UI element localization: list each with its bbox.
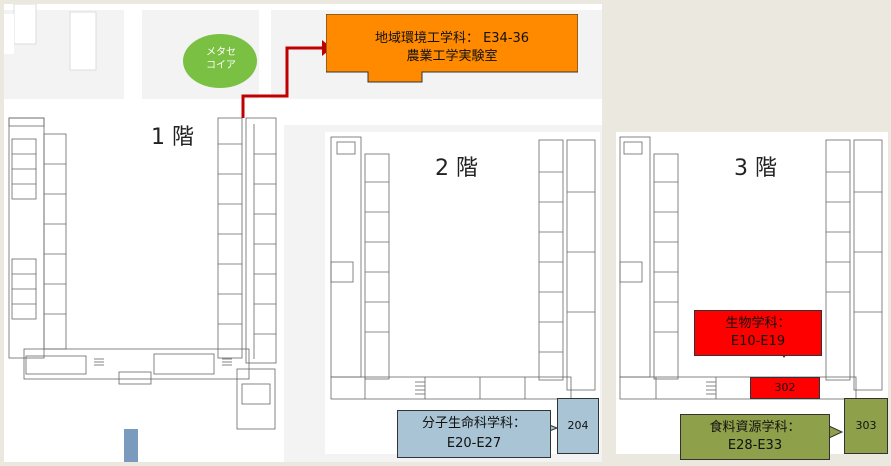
- floor3-map: 3 階: [616, 132, 888, 454]
- room-302: 302: [750, 377, 820, 399]
- biology-line2: E10-E19: [730, 334, 786, 349]
- floor2-map: 2 階: [325, 132, 600, 454]
- room-204-label: 204: [567, 419, 589, 432]
- floor3-label: 3 階: [734, 156, 777, 181]
- molecular-line2: E20-E27: [446, 436, 502, 451]
- molecular-life-science-callout: 分子生命科学科： E20-E27: [397, 410, 551, 458]
- metasequoia-area: [183, 34, 257, 88]
- destination-line2: 農業工学実験室: [406, 49, 498, 64]
- molecular-line1: 分子生命科学科：: [421, 416, 526, 431]
- floor1-label: 1 階: [151, 125, 194, 150]
- food-line1: 食料資源学科：: [709, 420, 801, 435]
- biology-line1: 生物学科：: [725, 316, 791, 331]
- food-resources-callout: 食料資源学科： E28-E33: [680, 414, 830, 460]
- metasequoia-label: メタセ コイア: [206, 47, 236, 71]
- room-302-label: 302: [774, 381, 796, 394]
- room-303-label: 303: [855, 419, 877, 432]
- food-line2: E28-E33: [727, 438, 783, 453]
- destination-line1: 地域環境工学科： E34-36: [374, 31, 530, 46]
- floor2-label: 2 階: [435, 156, 478, 181]
- destination-box: 地域環境工学科： E34-36 農業工学実験室: [326, 14, 578, 86]
- room-303: 303: [844, 398, 888, 454]
- site-map-drawing: [4, 4, 602, 462]
- room-204: 204: [557, 398, 599, 454]
- biology-callout: 生物学科： E10-E19: [694, 310, 822, 356]
- floor2-plan: [330, 136, 596, 433]
